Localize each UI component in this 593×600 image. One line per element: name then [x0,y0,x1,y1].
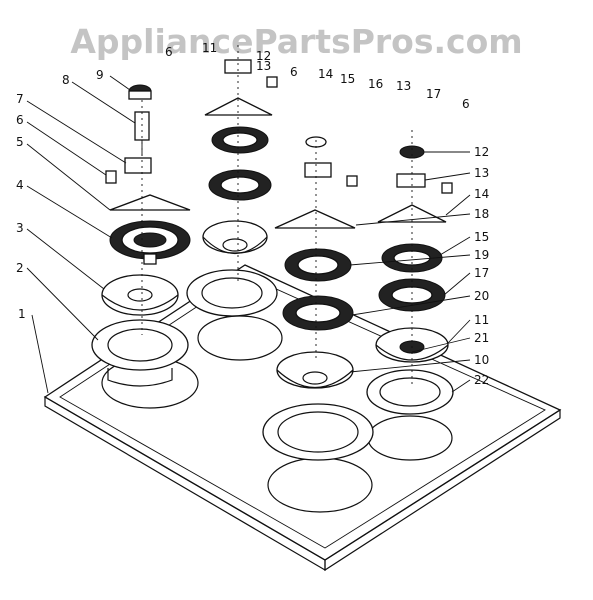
callout: 10 [474,353,489,367]
callout: 3 [16,221,24,235]
clip-6c [441,182,453,194]
terminal-block-13a [224,59,252,74]
callout: 13 [256,59,271,73]
callout: 1 [18,307,26,321]
terminal-block-13c [396,173,426,188]
callout: 4 [16,178,24,192]
clip-6b [266,76,278,88]
callout: 15 [474,230,489,244]
callout: 6 [165,45,173,59]
callout: 11 [202,41,217,55]
drip-pan-11 [202,220,268,255]
callout: 17 [426,87,441,101]
drip-pan-21b [375,327,449,363]
clip-6a [105,170,117,184]
callout: 16 [368,77,383,91]
callout: 8 [62,73,70,87]
callout: 6 [290,65,298,79]
trim-ring-2 [91,319,189,387]
terminal-block-7 [124,157,152,174]
drip-pan-21a [276,351,354,389]
callout: 13 [396,79,411,93]
callout: 9 [96,68,104,82]
trim-ring-22 [366,369,454,415]
callout: 5 [16,135,24,149]
callout: 7 [16,92,24,106]
callout: 20 [474,289,489,303]
callout: 18 [474,207,489,221]
callout: 11 [474,313,489,327]
drip-pan-3 [101,274,179,316]
callout-labels: 1 2 3 4 5 6 7 8 9 6 11 12 13 6 14 15 16 … [16,41,489,387]
callout: 14 [474,187,489,201]
clip-17 [346,175,358,187]
callout: 21 [474,331,489,345]
callout: 15 [340,72,355,86]
terminal-block-13b [304,162,332,178]
support-bracket-5 [109,194,191,211]
alignment-lines [141,45,413,385]
callout: 22 [474,373,489,387]
leader-lines [26,75,471,394]
callout: 6 [462,97,470,111]
cap-12 [399,145,425,159]
callout: 12 [256,49,271,63]
support-bracket-14a [204,97,273,116]
callout: 6 [16,113,24,127]
callout: 19 [474,248,489,262]
watermark: AppliancePartsPros.com [70,22,523,61]
surface-element-4 [109,220,191,265]
callout: 17 [474,266,489,280]
support-bracket-14b [274,209,356,229]
trim-ring-10 [186,269,278,317]
callout: 13 [474,166,489,180]
callout: 14 [318,67,333,81]
cap-9 [128,84,152,100]
callout: 2 [16,261,24,275]
callout: 12 [474,145,489,159]
